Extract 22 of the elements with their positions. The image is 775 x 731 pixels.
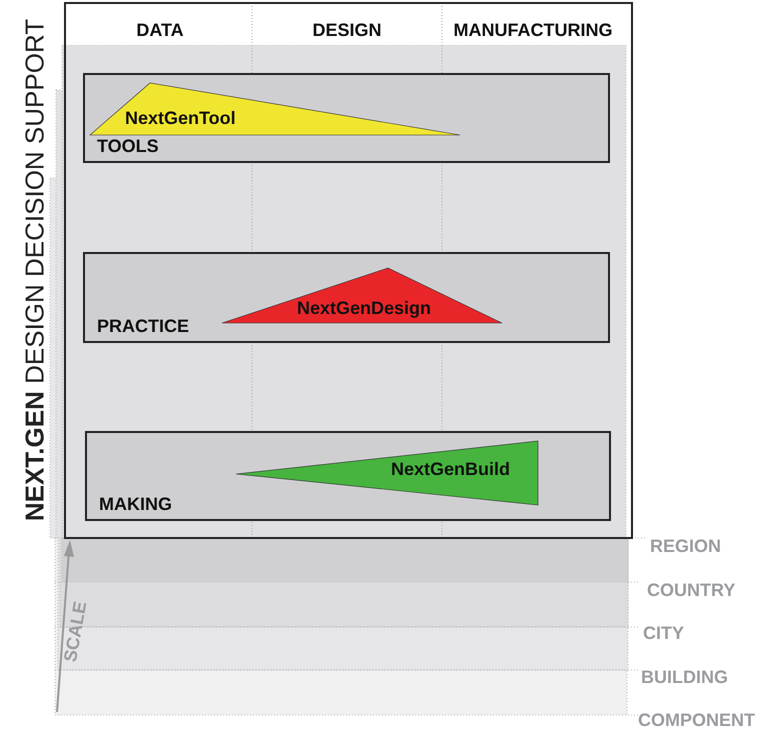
column-header: DESIGN bbox=[312, 20, 382, 41]
vertical-title: NEXT.GEN DESIGN DECISION SUPPORT bbox=[20, 18, 50, 522]
triangle-label: NextGenDesign bbox=[297, 298, 432, 319]
scale-level-label: COMPONENT bbox=[638, 710, 755, 731]
band-panel bbox=[83, 252, 610, 343]
band-label: MAKING bbox=[99, 494, 172, 515]
axis-label: SCALE bbox=[60, 600, 92, 664]
scale-level-label: BUILDING bbox=[641, 667, 728, 688]
band-label: TOOLS bbox=[97, 136, 159, 157]
triangle-label: NextGenTool bbox=[125, 108, 236, 129]
scale-level-label: COUNTRY bbox=[647, 580, 736, 601]
column-header: DATA bbox=[136, 20, 184, 41]
triangle-shape bbox=[222, 268, 502, 323]
scale-level-label: CITY bbox=[643, 623, 684, 644]
band-panel bbox=[83, 73, 610, 163]
band-panel bbox=[85, 431, 611, 521]
triangle-shape bbox=[90, 83, 460, 135]
column-header: MANUFACTURING bbox=[454, 20, 612, 41]
scale-level-label: REGION bbox=[650, 536, 722, 557]
triangle-shape bbox=[236, 441, 538, 505]
band-label: PRACTICE bbox=[97, 316, 190, 337]
triangle-label: NextGenBuild bbox=[391, 459, 510, 480]
